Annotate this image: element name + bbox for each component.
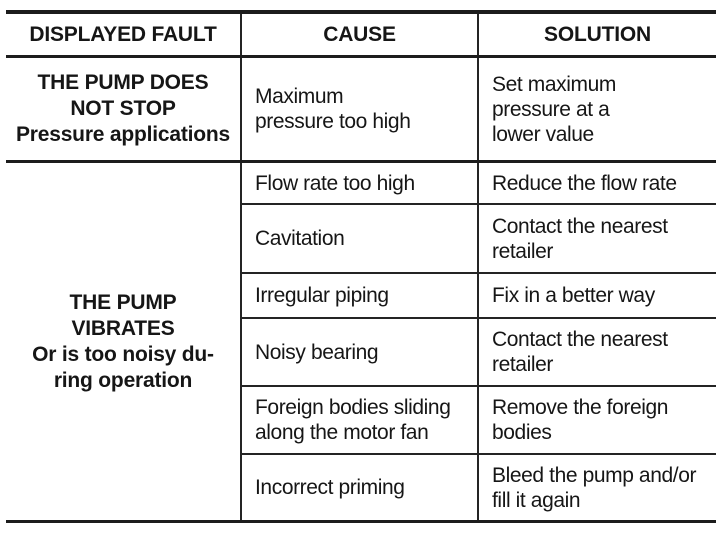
solution-cell-foreign-bodies: Remove the foreign bodies	[477, 387, 716, 455]
table-section-pump-does-not-stop: THE PUMP DOES NOT STOP Pressure applicat…	[6, 58, 716, 163]
solution-cell-irregular-piping: Fix in a better way	[477, 274, 716, 319]
cause-cell-incorrect-priming: Incorrect priming	[240, 455, 477, 520]
column-header-solution: SOLUTION	[477, 14, 716, 55]
fault-cell-pump-does-not-stop: THE PUMP DOES NOT STOP Pressure applicat…	[15, 71, 231, 146]
fault-cell-pump-vibrates: THE PUMP VIBRATES Or is too noisy du- ri…	[32, 290, 214, 392]
cause-cell-irregular-piping: Irregular piping	[240, 274, 477, 319]
cause-cell-flow-rate: Flow rate too high	[240, 163, 477, 205]
cause-cell-noisy-bearing: Noisy bearing	[240, 319, 477, 387]
solution-cell-incorrect-priming: Bleed the pump and/or fill it again	[477, 455, 716, 520]
cause-cell-cavitation: Cavitation	[240, 205, 477, 274]
solution-cell-cavitation: Contact the nearest retailer	[477, 205, 716, 274]
table-header-row: DISPLAYED FAULT CAUSE SOLUTION	[6, 14, 716, 58]
column-header-cause: CAUSE	[240, 14, 477, 55]
troubleshooting-table: DISPLAYED FAULT CAUSE SOLUTION THE PUMP …	[6, 10, 716, 523]
solution-cell-flow-rate: Reduce the flow rate	[477, 163, 716, 205]
column-header-displayed-fault: DISPLAYED FAULT	[29, 22, 217, 46]
solution-cell-noisy-bearing: Contact the nearest retailer	[477, 319, 716, 387]
cause-cell-foreign-bodies: Foreign bodies sliding along the motor f…	[240, 387, 477, 455]
solution-cell-max-pressure: Set maximum pressure at a lower value	[477, 58, 716, 160]
cause-cell-max-pressure: Maximum pressure too high	[240, 58, 477, 160]
table-section-pump-vibrates: THE PUMP VIBRATES Or is too noisy du- ri…	[6, 163, 716, 520]
